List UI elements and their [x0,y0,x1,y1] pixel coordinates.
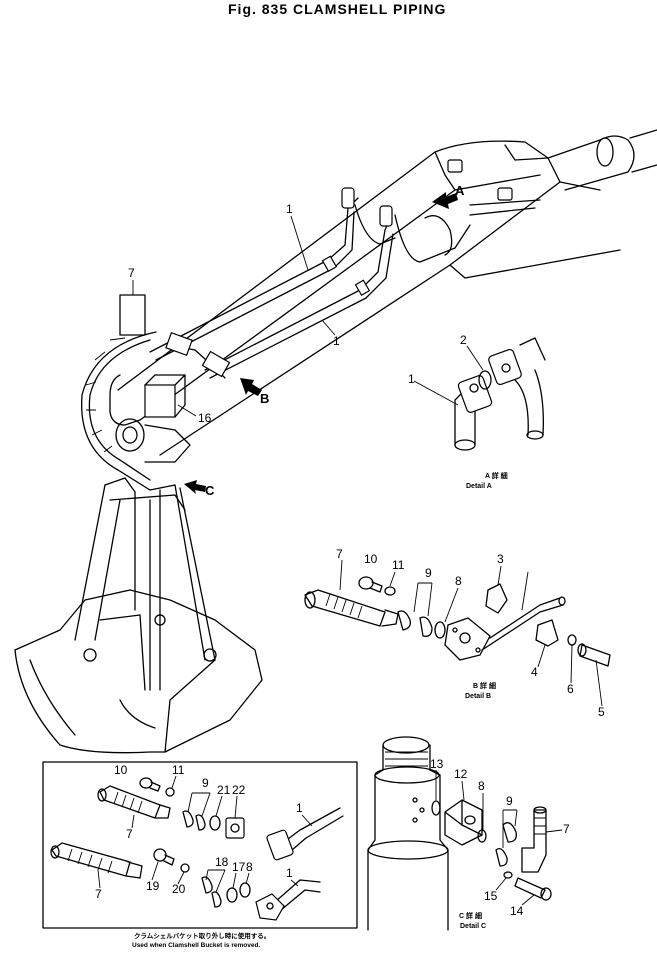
callout-3: 3 [497,552,504,566]
callout-16: 16 [198,411,212,425]
callout-1: 1 [286,202,293,216]
usage-note-en: Used when Clamshell Bucket is removed. [132,942,260,949]
callout-1: 1 [408,372,415,386]
svg-text:C: C [205,483,215,498]
callout-7: 7 [126,827,133,841]
callout-7: 7 [95,887,102,901]
callout-21: 21 [217,783,231,797]
callout-4: 4 [531,665,538,679]
callout-8: 8 [246,860,253,874]
callout-11: 11 [392,558,405,572]
view-arrow-a: A [432,183,465,209]
usage-note-jp: クラムシェルバケット取り外し時に使用する。 [134,931,270,940]
callout-9: 9 [202,776,209,790]
detail-b: 7 10 11 9 8 3 4 6 5 B 詳 細 Detail B [304,547,611,719]
callout-10: 10 [364,552,378,566]
detail-c-jp: C 詳 細 [459,911,482,920]
callout-1: 1 [286,866,293,880]
callout-2: 2 [460,333,467,347]
svg-text:B: B [260,391,269,406]
callout-7: 7 [128,266,135,280]
callout-20: 20 [172,882,186,896]
callout-8: 8 [478,779,485,793]
callout-5: 5 [598,705,605,719]
callout-15: 15 [484,889,498,903]
callout-9: 9 [425,566,432,580]
detail-c-label: Detail C [460,923,486,930]
callout-1: 1 [333,334,340,348]
callout-19: 19 [146,879,160,893]
inset-frame [42,761,358,929]
callout-13: 13 [430,757,444,771]
callout-14: 14 [510,904,524,918]
view-arrow-c: C [184,480,215,498]
detail-b-label: Detail B [465,693,491,700]
boom-assembly [14,129,657,754]
callout-22: 22 [232,783,246,797]
callout-18: 18 [215,855,229,869]
detail-a: 1 2 A 詳 細 Detail A [408,333,546,490]
inset-box: 10 11 9 7 21 22 1 7 19 20 18 17 8 1 [42,761,358,929]
callout-9: 9 [506,794,513,808]
callout-7: 7 [563,822,570,836]
detail-a-label: Detail A [466,483,492,490]
svg-text:A: A [455,183,465,198]
callout-1: 1 [296,801,303,815]
main-callouts: 1 1 7 16 [128,202,340,425]
view-arrow-b: B [240,378,269,406]
callout-12: 12 [454,767,468,781]
callout-8: 8 [455,574,462,588]
figure-title: Fig. 835 CLAMSHELL PIPING [228,1,446,17]
callout-17: 17 [232,860,246,874]
detail-b-jp: B 詳 細 [473,681,496,690]
callout-7: 7 [336,547,343,561]
callout-11: 11 [172,763,185,777]
callout-6: 6 [567,682,574,696]
detail-a-jp: A 詳 細 [485,471,508,480]
detail-c: 13 12 8 9 7 15 14 C 詳 細 Detail C [367,736,570,931]
callout-10: 10 [114,763,128,777]
